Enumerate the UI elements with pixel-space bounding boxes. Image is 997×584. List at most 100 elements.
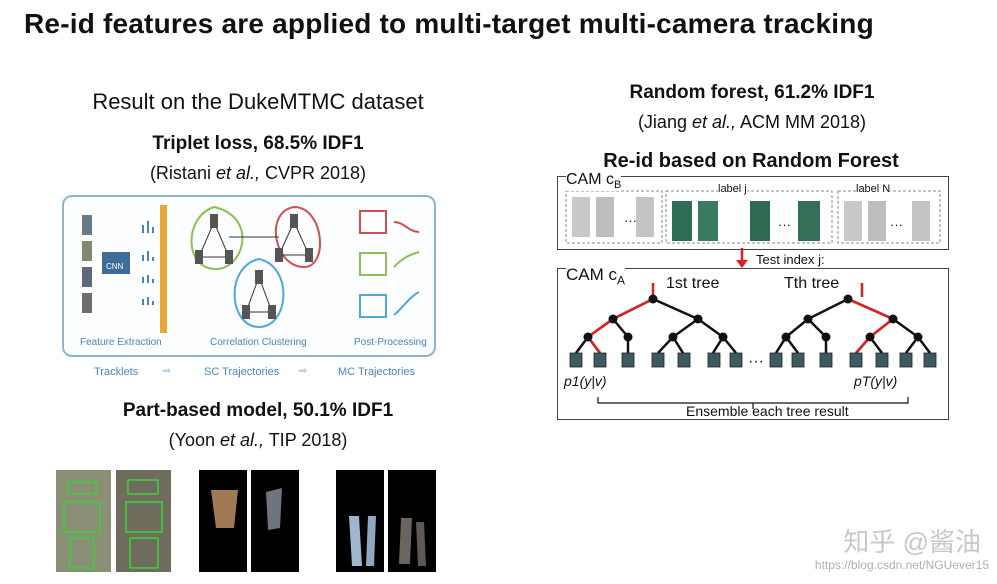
flow-arrow-1: ➡ xyxy=(162,365,172,377)
cluster-red xyxy=(275,205,321,269)
partbased-citation: (Yoon et al., TIP 2018) xyxy=(52,430,464,451)
post-frame-2 xyxy=(359,252,387,276)
post-traj-1 xyxy=(393,221,420,233)
partbased-images xyxy=(56,470,436,572)
post-frame-1 xyxy=(359,210,387,234)
part-torso-2 xyxy=(266,488,282,530)
gallery-img-j1 xyxy=(672,201,692,241)
gallery-img-jk xyxy=(798,201,820,241)
triplet-citation: (Ristani et al., CVPR 2018) xyxy=(52,163,464,184)
ensemble-brace xyxy=(597,397,909,409)
flow-sc-trajectories: SC Trajectories xyxy=(204,366,280,378)
label-j: label j xyxy=(718,183,747,195)
rf-cite-post: ACM MM 2018) xyxy=(736,112,867,132)
part-leg-4 xyxy=(416,522,426,566)
keypoint-overlays xyxy=(63,479,163,569)
rf-figure-title: Re-id based on Random Forest xyxy=(603,150,899,172)
cam-a-label: CAM cA xyxy=(566,265,626,288)
trees-ellipsis: ··· xyxy=(748,353,764,370)
partbased-cite-pre: (Yoon xyxy=(168,430,220,450)
cnn-label: CNN xyxy=(106,262,124,271)
label-n: label N xyxy=(856,183,891,195)
cluster-nodes xyxy=(195,214,313,319)
rf-cite-pre: (Jiang xyxy=(637,112,692,132)
cam-b-gallery xyxy=(565,190,941,244)
leaf-thumbnails xyxy=(569,352,937,368)
cluster-green xyxy=(190,205,244,271)
watermark-url: https://blog.csdn.net/NGUever15 xyxy=(814,558,989,572)
ensemble-label: Ensemble each tree result xyxy=(686,403,849,419)
p1-formula: p1(y|v) xyxy=(564,373,607,389)
cam-b-text: CAM c xyxy=(566,171,614,188)
stage-post-processing: Post-Processing xyxy=(354,337,427,348)
flow-mc-trajectories: MC Trajectories xyxy=(338,366,416,378)
pipeline-flow: Tracklets ➡ SC Trajectories ➡ MC Traject… xyxy=(62,362,434,382)
flow-tracklets: Tracklets xyxy=(94,366,139,378)
crop-4 xyxy=(82,293,92,313)
random-forest-trees xyxy=(569,283,937,409)
gallery-img-1c xyxy=(636,197,654,237)
crop-2 xyxy=(82,241,92,261)
gallery-img-j2 xyxy=(698,201,718,241)
triplet-pipeline-figure: CNN Feature Extraction Correlation Clust… xyxy=(62,195,436,357)
cnn-box xyxy=(102,252,130,274)
part-leg-3 xyxy=(399,518,412,564)
partbased-cite-post: TIP 2018) xyxy=(264,430,348,450)
post-traj-2 xyxy=(393,251,420,268)
crop-3 xyxy=(82,267,92,287)
rf-cite-etal: et al., xyxy=(691,112,736,132)
tree-1-edges xyxy=(575,297,737,354)
part-leg-1 xyxy=(349,516,362,566)
part-leg-2 xyxy=(366,516,376,566)
tree-t-label: Tth tree xyxy=(784,275,840,292)
tree-t-nodes xyxy=(781,294,923,342)
triplet-cite-etal: et al., xyxy=(215,163,260,183)
feature-bars xyxy=(142,221,154,305)
cam-b-sub: B xyxy=(614,179,622,192)
cam-a-text: CAM c xyxy=(566,265,617,284)
ellipsis-3: ··· xyxy=(890,217,903,232)
ellipsis-1: ··· xyxy=(624,213,637,228)
pipeline-diagram xyxy=(82,205,420,333)
part-torso-1 xyxy=(211,490,238,528)
gallery-group-j xyxy=(665,190,833,244)
gallery-img-1a xyxy=(572,197,590,237)
tree-t-path xyxy=(847,283,896,354)
cluster-blue xyxy=(233,257,285,329)
cam-b-block: CAM cB ··· ··· ··· label j label N xyxy=(557,171,949,250)
test-index-arrow xyxy=(736,248,748,268)
gallery-img-j3 xyxy=(750,201,770,241)
cluster-edges xyxy=(198,220,310,313)
pedestrian-image-1 xyxy=(56,470,111,572)
rf-citation: (Jiang et al., ACM MM 2018) xyxy=(552,112,952,133)
tree-1-path xyxy=(586,283,655,354)
triplet-cite-pre: (Ristani xyxy=(149,163,216,183)
cam-a-sub: A xyxy=(617,273,626,288)
gallery-img-n3 xyxy=(912,201,930,241)
partbased-cite-etal: et al., xyxy=(219,430,265,450)
gallery-img-n2 xyxy=(868,201,886,241)
triplet-label: Triplet loss, 68.5% IDF1 xyxy=(152,133,364,154)
pt-formula: pT(y|v) xyxy=(854,373,898,389)
stage-feature-extraction: Feature Extraction xyxy=(80,337,162,348)
tree-t-edges xyxy=(774,297,931,354)
partbased-label: Part-based model, 50.1% IDF1 xyxy=(122,400,394,421)
cam-b-label: CAM cB xyxy=(566,171,622,192)
slide-title: Re-id features are applied to multi-targ… xyxy=(24,8,874,39)
result-heading: Result on the DukeMTMC dataset xyxy=(92,89,424,114)
gallery-img-n1 xyxy=(844,201,862,241)
cam-a-block: CAM cA 1st tree Tth tree xyxy=(557,265,949,420)
crop-1 xyxy=(82,215,92,235)
feature-stack xyxy=(160,205,167,333)
triplet-cite-post: CVPR 2018) xyxy=(259,163,367,183)
gallery-img-1b xyxy=(596,197,614,237)
part-mask-bg-4 xyxy=(388,470,436,572)
rf-label: Random forest, 61.2% IDF1 xyxy=(629,82,875,103)
test-index-label: Test index j: xyxy=(756,252,825,267)
ellipsis-2: ··· xyxy=(778,217,791,232)
flow-arrow-2: ➡ xyxy=(298,365,308,377)
tree-1-nodes xyxy=(583,294,728,342)
stage-correlation-clustering: Correlation Clustering xyxy=(210,337,307,348)
watermark-zhihu: 知乎 @酱油 xyxy=(843,527,981,557)
tree-1-label: 1st tree xyxy=(666,275,720,292)
